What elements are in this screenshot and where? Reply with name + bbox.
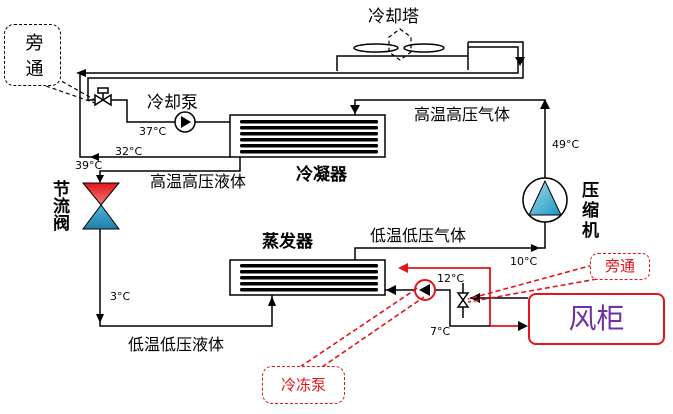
chilled-water-supply-pipe xyxy=(400,267,520,327)
evaporator-icon xyxy=(229,259,386,296)
flow-arrow-down xyxy=(350,105,360,114)
condenser-tube xyxy=(240,138,378,142)
flow-arrow-up xyxy=(540,99,550,109)
condenser-tube xyxy=(240,126,378,130)
lp-liquid-label: 低温低压液体 xyxy=(128,335,225,354)
cooling-water-return-pipe xyxy=(79,46,519,158)
chilled-pump-label: 冷冻泵 xyxy=(280,375,326,394)
temp-label: 3°C xyxy=(110,290,131,303)
fan-hub-outline xyxy=(388,28,412,61)
pump-direction xyxy=(419,284,430,296)
chilled-bypass-callout: 旁通 xyxy=(590,253,650,280)
flow-arrow-left xyxy=(76,69,86,77)
temp-label: 12°C xyxy=(437,272,465,285)
cooling-bypass-valve-icon xyxy=(94,87,112,107)
throttle-valve-label: 节流阀 xyxy=(49,180,69,231)
lp-liquid-pipe xyxy=(99,229,273,327)
condenser-tube xyxy=(240,150,378,154)
condenser-tube xyxy=(240,132,378,136)
fan-coil-label: 风柜 xyxy=(568,302,625,335)
flow-arrow-down xyxy=(96,175,104,183)
condenser-tube xyxy=(240,144,378,148)
flow-arrow-left xyxy=(90,153,99,161)
flow-arrow-up xyxy=(268,296,276,306)
fan-blade-right xyxy=(403,43,445,53)
temp-label: 39°C xyxy=(75,159,103,172)
pump-direction xyxy=(181,116,191,128)
compressor-triangle xyxy=(528,179,562,216)
chilled-pump-icon xyxy=(414,279,436,301)
evaporator-tube xyxy=(240,270,378,274)
temp-label: 7°C xyxy=(430,325,451,338)
cooling-pump-label: 冷却泵 xyxy=(147,93,198,113)
hp-gas-label: 高温高压气体 xyxy=(414,105,511,124)
temp-label: 49°C xyxy=(552,138,580,151)
valve-actuator xyxy=(97,87,109,94)
chilled-pump-callout-line xyxy=(299,286,420,368)
throttle-valve-upper xyxy=(81,182,121,206)
fan-coil-box: 风柜 xyxy=(528,293,665,345)
cooling-bypass-label: 旁通 xyxy=(22,33,44,85)
flow-arrow-down xyxy=(96,314,104,323)
compressor-label: 压缩机 xyxy=(578,181,598,241)
chilled-pump-callout: 冷冻泵 xyxy=(262,366,345,404)
chilled-pump-callout-line xyxy=(321,296,425,368)
chilled-bypass-valve-icon xyxy=(456,292,470,308)
temp-label: 10°C xyxy=(510,255,538,268)
lp-gas-pipe xyxy=(354,222,546,260)
hp-liquid-label: 高温高压液体 xyxy=(150,172,247,191)
evaporator-tube xyxy=(240,288,378,292)
condenser-label: 冷凝器 xyxy=(296,165,347,185)
cooling-tower-basin xyxy=(336,55,468,71)
flow-arrow-right xyxy=(531,244,540,252)
cooling-bypass-callout: 旁通 xyxy=(4,24,61,86)
chilled-bypass-callout-line xyxy=(467,278,598,303)
cooling-tower-icon xyxy=(336,28,469,71)
flow-arrow-left xyxy=(386,285,396,295)
compressor-icon xyxy=(522,177,568,223)
evaporator-label: 蒸发器 xyxy=(262,232,313,252)
chilled-bypass-label: 旁通 xyxy=(604,257,635,275)
evaporator-tube xyxy=(240,276,378,280)
cooling-bypass-callout-line xyxy=(45,85,96,104)
condenser-tube xyxy=(240,120,378,124)
chilled-water-return-pipe xyxy=(435,289,490,327)
condenser-icon xyxy=(229,114,386,158)
cooling-bypass-callout-line xyxy=(55,77,96,101)
valve-half xyxy=(456,298,470,308)
flow-arrow-left xyxy=(398,263,408,273)
fan-blade-left xyxy=(353,43,399,53)
cooling-pump-icon xyxy=(174,111,196,133)
evaporator-tube xyxy=(240,282,378,286)
temp-label: 32°C xyxy=(115,145,143,158)
throttle-valve-icon xyxy=(81,182,121,230)
chilled-bypass-callout-line xyxy=(467,264,594,300)
throttle-valve-lower xyxy=(82,204,120,230)
temp-label: 37°C xyxy=(139,125,167,138)
cooling-tower-label: 冷却塔 xyxy=(368,7,419,27)
lp-gas-label: 低温低压气体 xyxy=(370,226,467,245)
evaporator-tube xyxy=(240,264,378,268)
valve-half xyxy=(456,292,470,302)
flow-arrow-right xyxy=(518,321,528,331)
cooling-water-supply-pipe xyxy=(87,41,524,123)
valve-half xyxy=(101,93,112,107)
flow-arrow-down xyxy=(515,57,525,66)
